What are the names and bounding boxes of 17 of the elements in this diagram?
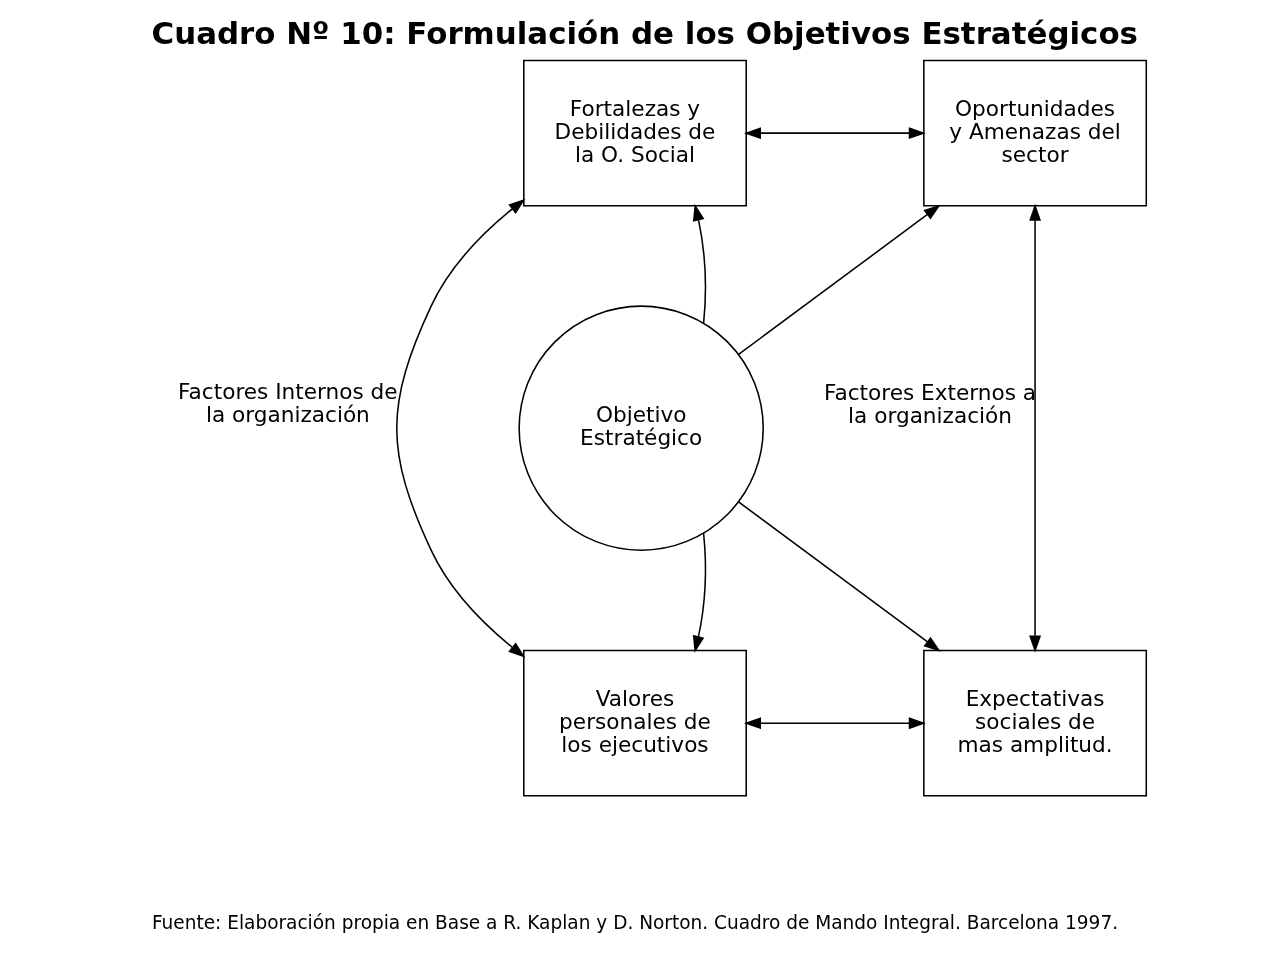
- arrow: [396, 198, 526, 658]
- arrow: [1029, 203, 1041, 653]
- arrow: [692, 203, 707, 324]
- arrow: [737, 204, 941, 356]
- arrow: [744, 717, 926, 730]
- diagram-title: Cuadro Nº 10: Formulación de los Objetivos Estratégicos: [151, 14, 1138, 51]
- arrow: [744, 127, 926, 140]
- edge-label: Factores Externos a la organización: [823, 379, 1037, 428]
- node-box: Valores personales de los ejecutivos: [523, 649, 747, 797]
- node-box: Oportunidades y Amenazas del sector: [923, 59, 1148, 207]
- node-circle: Objetivo Estratégico: [518, 305, 764, 551]
- arrow: [692, 532, 707, 653]
- node-box: Fortalezas y Debilidades de la O. Social: [523, 59, 747, 207]
- caption: Fuente: Elaboración propia en Base a R. Kaplan y D. Norton. Cuadro de Mando Integral. Barcelona 1997.: [151, 911, 1119, 933]
- arrow: [737, 501, 941, 652]
- edge-label: Factores Internos de la organización: [178, 379, 398, 428]
- node-box: Expectativas sociales de mas amplitud.: [923, 649, 1148, 797]
